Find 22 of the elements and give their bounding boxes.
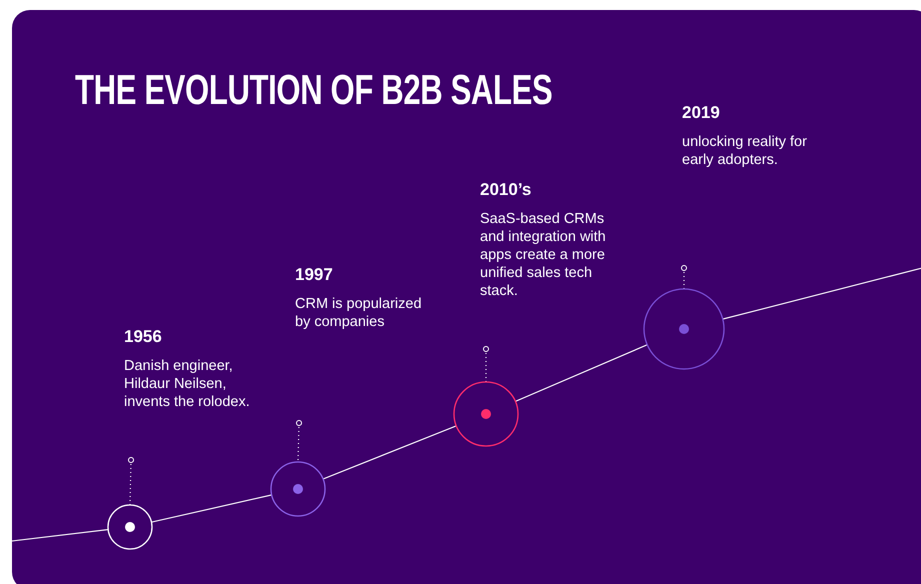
milestone-marker: [453, 381, 519, 447]
leader-line: [128, 457, 134, 506]
year-label: 2019: [682, 103, 720, 123]
milestone-marker: [107, 504, 153, 550]
title: THE EVOLUTION OF B2B SALES: [75, 66, 552, 114]
timeline-curve: [322, 425, 456, 480]
leader-line: [681, 265, 687, 289]
year-label: 1956: [124, 327, 162, 347]
milestone-description: CRM is popularized by companies: [295, 295, 423, 331]
milestone-marker: [270, 461, 326, 517]
leader-line: [296, 420, 302, 462]
timeline-curve: [12, 529, 108, 542]
timeline-curve: [515, 344, 648, 402]
timeline-curve: [151, 494, 272, 523]
leader-line: [483, 346, 489, 382]
timeline-curve: [722, 265, 921, 320]
milestone-marker: [643, 288, 725, 370]
milestone-description: SaaS-based CRMs and integration with apps create a more unified sales tech stack.: [480, 210, 607, 300]
milestone-description: Danish engineer, Hildaur Neilsen, invents the rolodex.: [124, 357, 251, 411]
milestone-description: unlocking reality for early adopters.: [682, 133, 808, 169]
year-label: 2010’s: [480, 180, 532, 200]
year-label: 1997: [295, 265, 333, 285]
